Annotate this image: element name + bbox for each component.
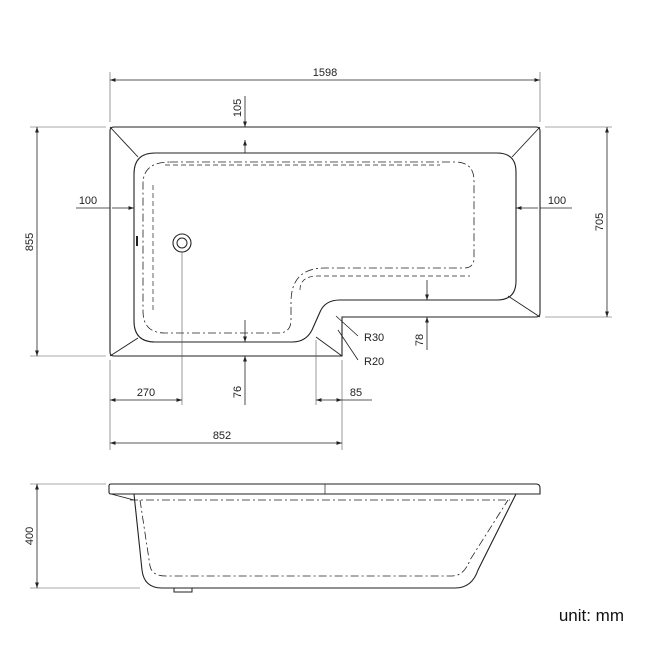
dim-705: 705 xyxy=(594,213,606,231)
bevel-tl xyxy=(109,126,139,158)
plan-floor-inner xyxy=(152,164,470,310)
bevel-step xyxy=(315,336,343,357)
plan-inner-outline xyxy=(133,152,517,343)
dim-100-right: 100 xyxy=(548,195,566,207)
plan-floor-outline xyxy=(142,161,475,334)
side-rim xyxy=(108,483,541,495)
leader-r20 xyxy=(337,329,359,361)
dim-105: 105 xyxy=(232,99,244,117)
dim-270: 270 xyxy=(137,387,155,399)
side-view xyxy=(108,483,541,593)
waste-inner-icon xyxy=(176,237,188,249)
unit-label: unit: mm xyxy=(558,606,624,625)
dim-76: 76 xyxy=(232,386,244,398)
bevel-bl xyxy=(109,337,139,357)
dim-100-left: 100 xyxy=(79,195,97,207)
side-rim-bevel-left xyxy=(110,493,135,501)
dim-r30: R30 xyxy=(364,332,384,344)
plan-extension-lines xyxy=(30,72,612,450)
dim-855: 855 xyxy=(24,233,36,251)
side-feet xyxy=(173,588,193,593)
waste-outer-icon xyxy=(172,233,192,253)
dim-400: 400 xyxy=(24,527,36,545)
plan-view xyxy=(109,126,541,357)
side-inner-dashed xyxy=(139,499,509,577)
dim-852: 852 xyxy=(213,430,231,442)
leader-r30 xyxy=(335,315,359,337)
plan-dimension-text: 1598 855 705 105 100 100 270 852 76 85 7… xyxy=(24,67,606,442)
bevel-br xyxy=(507,295,541,318)
plan-outer-outline xyxy=(109,126,541,357)
bevel-tr xyxy=(511,126,541,158)
dim-1598: 1598 xyxy=(313,67,337,79)
plan-dimension-lines xyxy=(35,78,609,445)
dim-78: 78 xyxy=(414,334,426,346)
side-dimension xyxy=(30,483,140,589)
side-body xyxy=(133,493,517,589)
dim-85: 85 xyxy=(350,387,362,399)
dim-r20: R20 xyxy=(364,356,384,368)
